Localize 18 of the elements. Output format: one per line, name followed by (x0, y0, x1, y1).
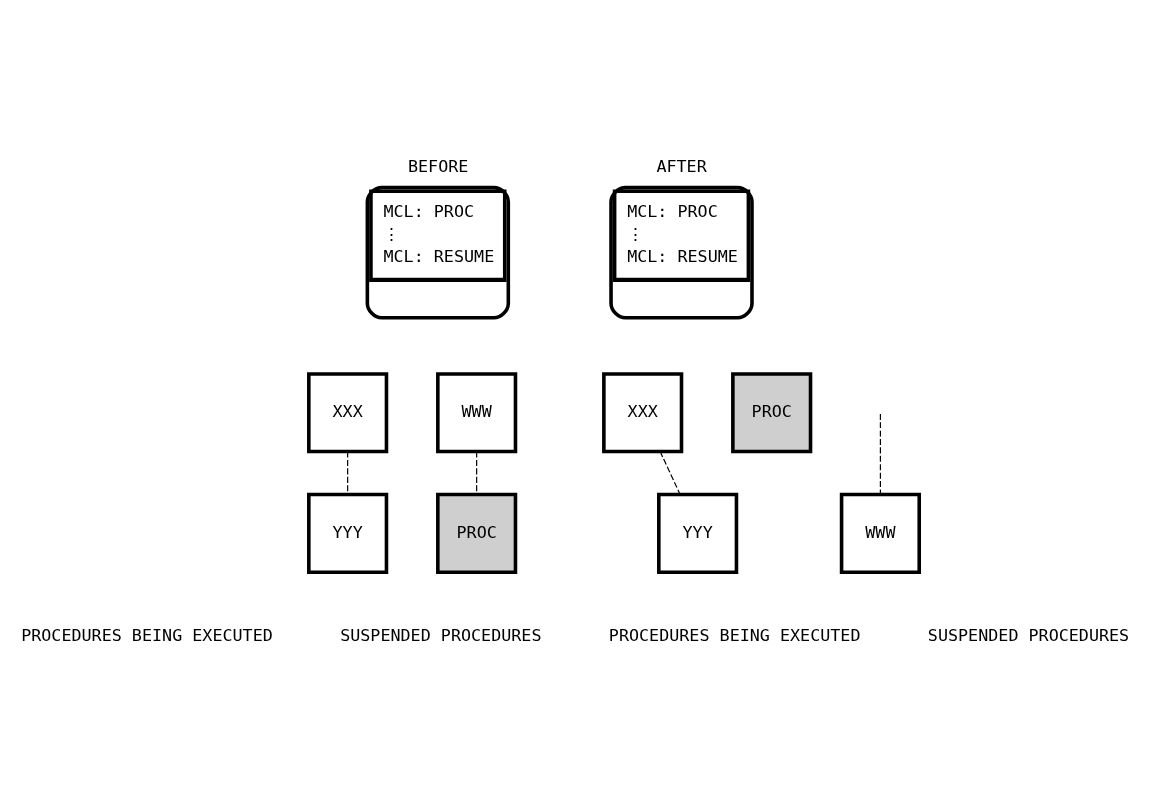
node-box: PROC (436, 492, 518, 574)
label: SUSPENDED PROCEDURES (927, 625, 1130, 646)
connector (879, 413, 881, 496)
node-box: PROC (731, 372, 813, 454)
node-box: YYY (307, 492, 389, 574)
node-box: WWW (436, 372, 518, 454)
node-label: AFTER (656, 155, 707, 176)
label: PROCEDURES BEING EXECUTED (608, 625, 861, 646)
connector (659, 451, 681, 495)
node-box: WWW (839, 492, 921, 574)
label: PROCEDURES BEING EXECUTED (21, 625, 273, 646)
node-box: YYY (657, 492, 739, 574)
node-label: BEFORE (407, 155, 469, 176)
connector (347, 451, 349, 495)
label: SUSPENDED PROCEDURES (340, 625, 542, 646)
node-box: XXX (307, 372, 389, 454)
node-box: XXX (602, 372, 684, 454)
connector (476, 451, 478, 495)
